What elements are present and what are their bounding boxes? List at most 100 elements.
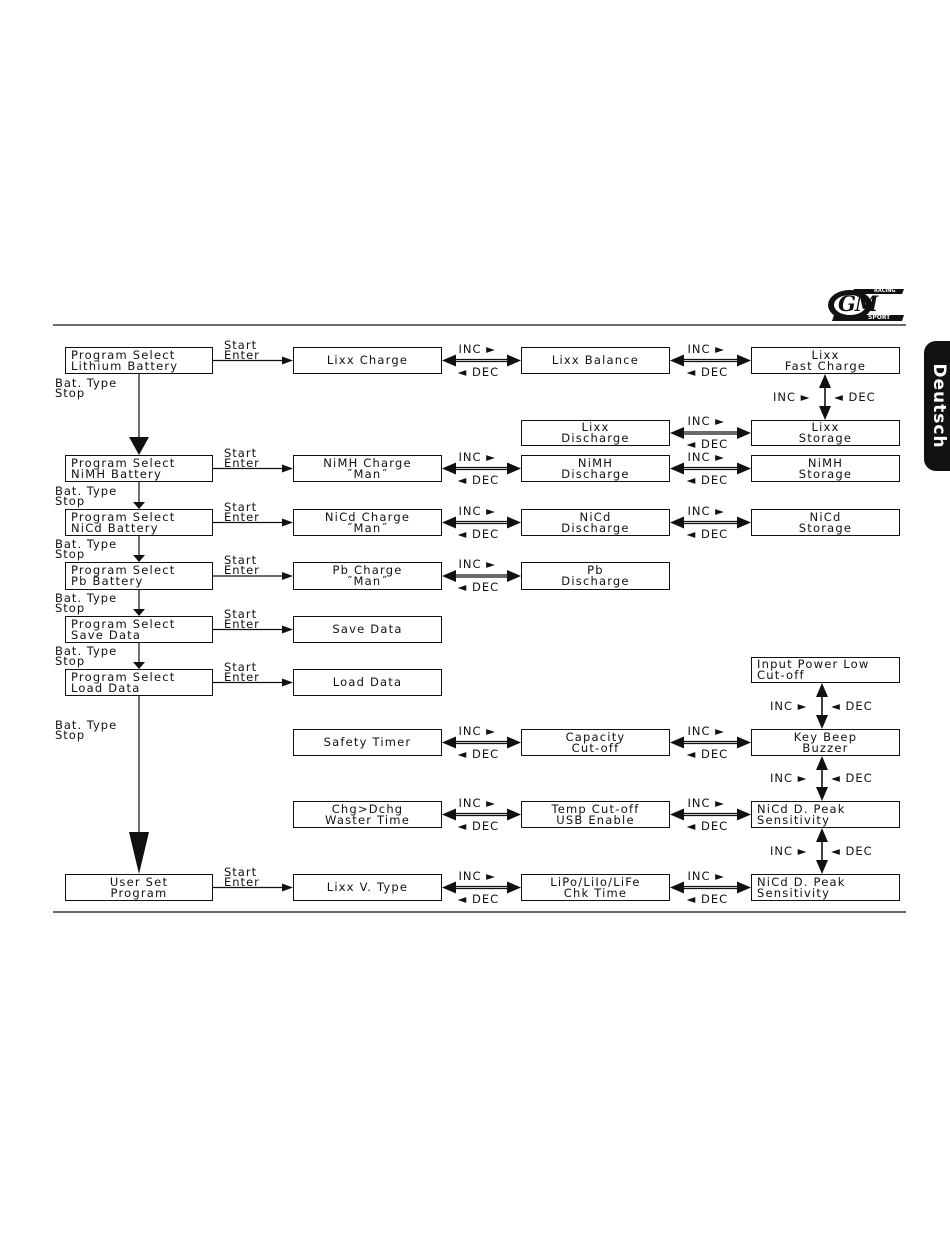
label-text: ◄ DEC (686, 891, 729, 906)
dec-label: ◄ DEC (458, 748, 500, 760)
dec-label: ◄ DEC (458, 366, 500, 378)
box-line: ˝Man˝ (346, 574, 389, 588)
inc-label: INC ► (688, 415, 726, 427)
label-text: Enter (224, 875, 260, 889)
label-text: ◄ DEC (686, 818, 729, 833)
arrow-left-icon (442, 462, 456, 475)
box-line: Storage (798, 466, 853, 481)
box-line: ˝Man˝ (346, 520, 389, 535)
label-text: INC ► (687, 868, 726, 883)
label-text: Bat. Type (55, 591, 118, 605)
label-text: ◄ DEC (831, 844, 873, 858)
box-line: Load Data (71, 680, 141, 695)
box-line: Pb (587, 563, 604, 577)
inc-label: INC ► (458, 557, 497, 571)
label-text: Enter (224, 510, 260, 524)
box-line: Discharge (561, 520, 630, 535)
box-line: Discharge (561, 431, 630, 445)
label-text: Stop (55, 728, 86, 742)
arrow-right-icon (737, 516, 751, 529)
label-text: Start (224, 865, 258, 879)
label-text: Enter (224, 348, 260, 362)
arrow-down-icon (133, 502, 145, 509)
label-text: Bat. Type (55, 644, 118, 658)
arrow-down-icon (133, 609, 145, 616)
arrow-right-icon (282, 356, 293, 365)
label-text: Stop (55, 386, 86, 400)
box-save-data: Save Data (293, 616, 442, 643)
arrow-left-icon (670, 736, 684, 749)
label-text: INC ► (687, 449, 726, 464)
arrow-right-icon (507, 516, 521, 529)
dec-label: ◄ DEC (458, 474, 500, 486)
inc-label: INC ► (687, 449, 726, 464)
box-line: Fast Charge (784, 358, 867, 373)
inc-label: INC ► (459, 505, 497, 517)
label-text: ◄ DEC (686, 364, 729, 379)
label-text: INC ► (458, 557, 497, 571)
arrow-right-icon (737, 354, 751, 367)
arrow-right-icon (507, 881, 521, 894)
box-line: Program Select (71, 347, 176, 362)
arrow-left-icon (442, 808, 456, 821)
label-text: Enter (224, 456, 260, 470)
inc-label: INC ► (687, 868, 726, 883)
arrow-left-icon (670, 516, 684, 529)
box-line: Lixx (581, 420, 610, 434)
box-line: NiMH Charge (323, 455, 412, 470)
arrow-left-icon (442, 881, 456, 894)
arrow-down-icon (133, 555, 145, 562)
label-text: INC ► (458, 449, 497, 464)
arrow-left-icon (670, 881, 684, 894)
inc-label: INC ► (688, 343, 726, 355)
label-text: INC ► (687, 795, 726, 810)
label-text: INC ► (458, 341, 497, 356)
inc-label: INC ► (773, 391, 811, 403)
box-line: NiCd (579, 509, 612, 524)
inc-label: INC ► (770, 845, 808, 857)
label-text: Start (224, 553, 258, 567)
arrow-right-icon (737, 462, 751, 475)
box-line: Lithium Battery (71, 358, 179, 373)
label-text: ◄ DEC (834, 390, 876, 404)
brand-logo: GM RACING SPORT (824, 285, 906, 323)
label-text: ◄ DEC (686, 526, 729, 541)
inc-label: INC ► (458, 341, 497, 356)
label-text: Start (224, 338, 258, 352)
arrow-down-icon (129, 437, 149, 455)
box-line: NiCd D. Peak (757, 801, 846, 816)
label-text: Bat. Type (55, 484, 118, 498)
label-text: INC ► (458, 868, 497, 883)
arrow-right-icon (507, 462, 521, 475)
label-text: Start (224, 607, 258, 621)
box-pb-charge: Pb Charge˝Man˝ (293, 562, 442, 590)
box-line: Lixx Balance (551, 353, 640, 367)
arrow-down-icon (816, 860, 828, 874)
arrow-down-icon (816, 715, 828, 729)
box-lixx-charge: Lixx Charge (293, 347, 442, 374)
box-line: LiPo/LiIo/LiFe (550, 874, 641, 889)
arrow-up-icon (816, 683, 828, 697)
label-text: INC ► (458, 795, 497, 810)
box-line: Chg>Dchg (331, 801, 404, 816)
label-text: INC ► (687, 723, 726, 738)
label-text: INC ► (458, 723, 497, 738)
arrow-right-icon (507, 736, 521, 749)
dec-label: ◄ DEC (458, 893, 500, 905)
